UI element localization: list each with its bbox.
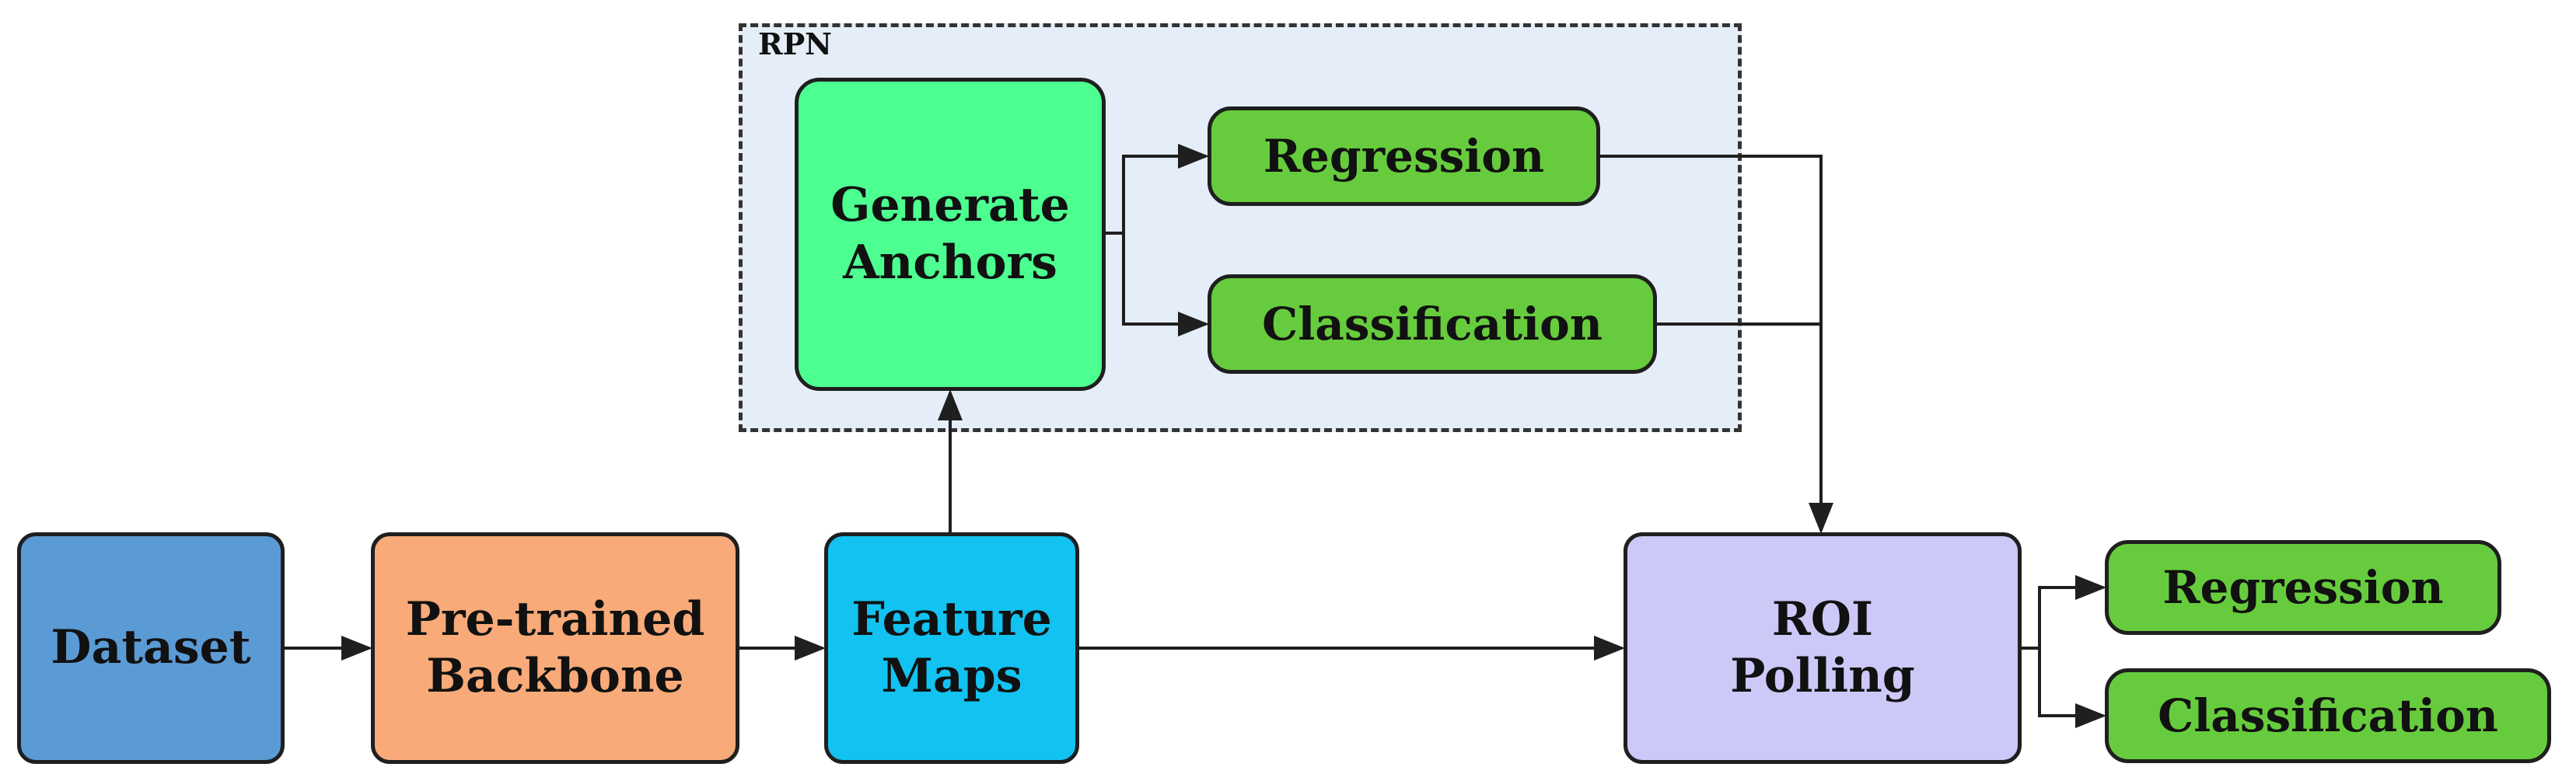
roi-polling-node: ROI Polling <box>1624 532 2022 764</box>
rpn-classification-label: Classification <box>1262 297 1603 350</box>
output-classification-node: Classification <box>2105 668 2551 763</box>
output-regression-node: Regression <box>2105 540 2501 635</box>
roi-polling-label: ROI Polling <box>1730 591 1915 703</box>
arrow-roi-to-classification <box>2038 648 2106 728</box>
rpn-label: RPN <box>758 26 832 61</box>
generate-anchors-node: Generate Anchors <box>795 78 1106 391</box>
feature-maps-node: Feature Maps <box>824 532 1079 764</box>
dataset-node: Dataset <box>17 532 285 764</box>
rpn-classification-node: Classification <box>1208 274 1657 374</box>
backbone-node: Pre-trained Backbone <box>371 532 739 764</box>
backbone-label: Pre-trained Backbone <box>405 591 705 703</box>
arrow-anchors-to-regression <box>1106 144 1209 235</box>
arrow-roi-to-regression <box>2038 575 2106 648</box>
output-regression-label: Regression <box>2162 560 2444 614</box>
rpn-regression-node: Regression <box>1208 106 1600 206</box>
rpn-regression-label: Regression <box>1263 129 1545 183</box>
generate-anchors-label: Generate Anchors <box>830 178 1070 290</box>
arrow-anchors-to-classification <box>1122 233 1209 336</box>
arrow-regression-to-roi <box>1600 155 1833 534</box>
feature-maps-label: Feature Maps <box>851 591 1052 703</box>
output-classification-label: Classification <box>2158 689 2498 742</box>
dataset-label: Dataset <box>51 620 251 675</box>
